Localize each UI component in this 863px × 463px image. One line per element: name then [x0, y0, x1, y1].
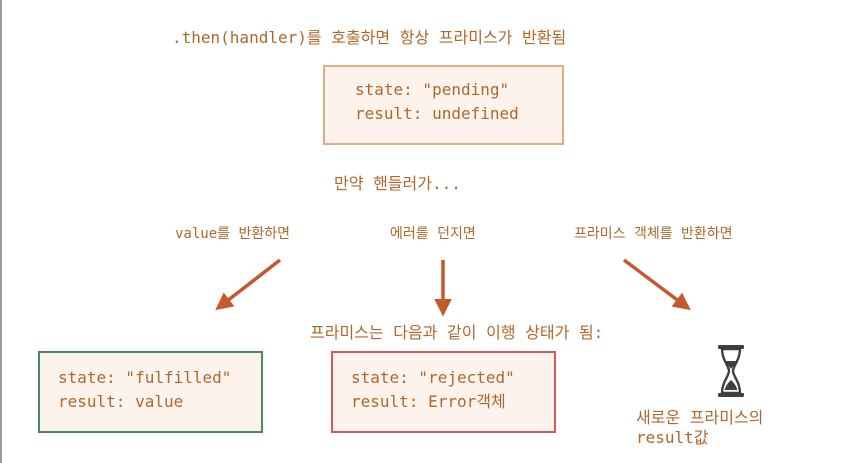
new-promise-line-2: result값 — [636, 428, 709, 447]
rejected-state-line: state: "rejected" — [351, 368, 515, 387]
fulfilled-result-line: result: value — [58, 392, 184, 411]
rejected-state-box: state: "rejected" result: Error객체 — [331, 351, 556, 433]
returns-value-label: value를 반환하면 — [175, 226, 290, 242]
pending-state-box: state: "pending" result: undefined — [323, 65, 564, 145]
arrow-down-icon — [215, 258, 282, 311]
returns-promise-label: 프라미스 객체를 반환하면 — [574, 226, 733, 242]
if-handler-text: 만약 핸들러가... — [334, 174, 461, 193]
throws-error-label: 에러를 던지면 — [390, 226, 476, 242]
rejected-result-line: result: Error객체 — [351, 392, 506, 411]
fulfilled-state-box: state: "fulfilled" result: value — [38, 351, 263, 433]
new-promise-result-text: 새로운 프라미스의 result값 — [636, 408, 763, 448]
pending-state-line: state: "pending" — [355, 80, 510, 99]
arrow-down-icon — [622, 258, 691, 311]
becomes-state-text: 프라미스는 다음과 같이 이행 상태가 됨: — [310, 323, 604, 342]
hourglass-icon — [718, 345, 744, 397]
fulfilled-state-line: state: "fulfilled" — [58, 368, 232, 387]
diagram-title: .then(handler)를 호출하면 항상 프라미스가 반환됨 — [172, 28, 567, 47]
pending-result-line: result: undefined — [355, 104, 519, 123]
new-promise-line-1: 새로운 프라미스의 — [636, 408, 764, 427]
left-edge-rule — [0, 0, 2, 463]
